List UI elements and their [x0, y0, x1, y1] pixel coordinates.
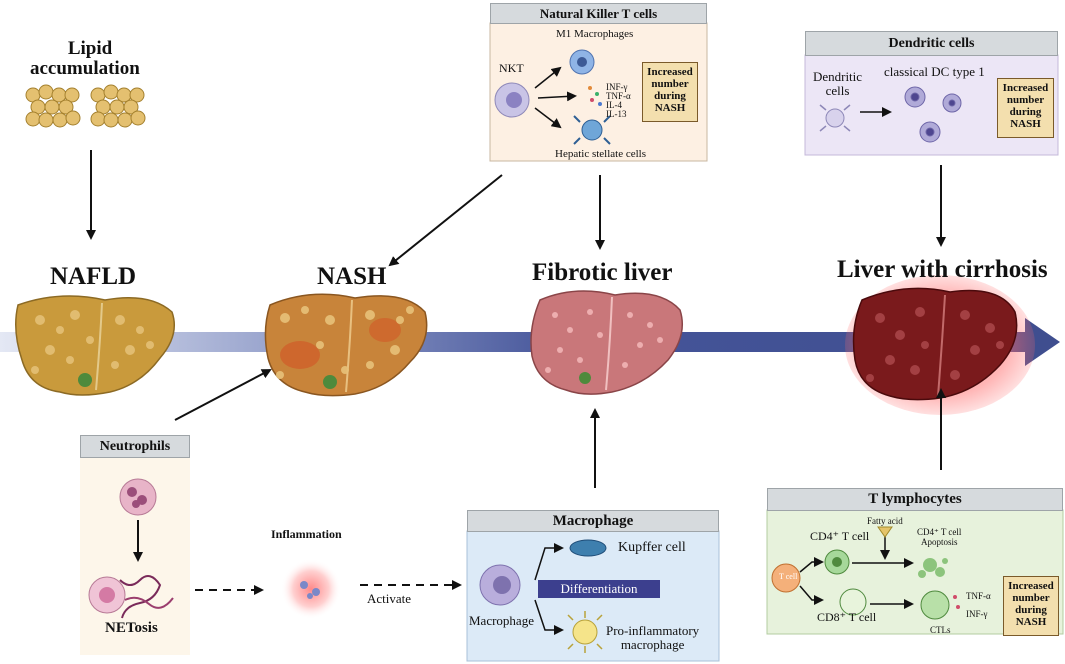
increased-line: during	[1009, 106, 1042, 118]
t-increased-box: Increased number during NASH	[1003, 576, 1059, 636]
dc-increased-box: Increased number during NASH	[997, 78, 1054, 138]
apop-line: Apoptosis	[920, 537, 958, 547]
nafld-liver	[15, 295, 175, 396]
fatty-acid-icon	[877, 526, 893, 538]
tnf-label: TNF-α	[966, 591, 991, 601]
proinflammatory-label: Pro-inflammatory macrophage	[606, 624, 699, 652]
proinflammatory-macrophage-icon	[567, 611, 603, 653]
inflammation-glow	[281, 559, 341, 619]
lipid-droplets	[25, 84, 146, 128]
fatty-acid-label: Fatty acid	[867, 516, 903, 526]
increased-line: NASH	[1010, 118, 1041, 130]
t-panel-title: T lymphocytes	[767, 488, 1063, 511]
increased-line: during	[1015, 604, 1047, 616]
cd4-label: CD4⁺ T cell	[810, 529, 870, 543]
nkt-cell	[494, 82, 530, 118]
macrophage-label: Macrophage	[469, 613, 534, 628]
hepatic-stellate-label: Hepatic stellate cells	[555, 148, 647, 160]
cytokine-list: INF-γ TNF-α IL-4 IL-13	[606, 83, 631, 119]
cytokine-item: IL-4	[606, 100, 622, 110]
m1-macrophages-label: M1 Macrophages	[556, 28, 634, 40]
classical-dc-label: classical DC type 1	[884, 64, 985, 79]
hepatic-stellate-icon	[573, 115, 611, 145]
ctl-cell-icon	[920, 590, 960, 620]
cytokine-item: TNF-α	[606, 91, 631, 101]
cd4-cell-icon	[824, 549, 850, 575]
increased-line: number	[1006, 94, 1045, 106]
inflammation-label: Inflammation	[271, 527, 342, 541]
t-cell-label: T cell	[779, 572, 798, 581]
macrophage-cell-icon	[479, 564, 521, 606]
stage-title-fibrotic: Fibrotic liver	[532, 259, 673, 286]
dc-label-line: Dendritic	[812, 69, 863, 84]
fibrotic-liver	[530, 290, 683, 395]
neutrophil-cell	[119, 478, 157, 516]
nkt-label: NKT	[499, 61, 524, 75]
increased-line: number	[651, 78, 689, 90]
activate-label: Activate	[367, 591, 412, 606]
dendritic-cell-icon	[819, 104, 851, 132]
nash-liver	[264, 293, 428, 397]
proinf-line: Pro-inflammatory	[606, 623, 700, 638]
lipid-label-line2: accumulation	[30, 58, 140, 79]
proinf-line: macrophage	[620, 637, 685, 652]
nkt-panel-title: Natural Killer T cells	[490, 3, 707, 24]
netosis-label: NETosis	[105, 620, 158, 636]
dc-label-line: cells	[825, 83, 850, 98]
cirrhosis-liver	[845, 275, 1035, 415]
lipid-label-line1: Lipid	[67, 38, 113, 59]
nkt-increased-box: Increased number during NASH	[642, 62, 698, 122]
increased-line: NASH	[1015, 616, 1047, 628]
stage-title-nafld: NAFLD	[50, 263, 137, 290]
kupffer-label: Kupffer cell	[618, 540, 686, 555]
m1-macrophage-icon	[569, 49, 595, 75]
ctls-label: CTLs	[930, 625, 951, 635]
increased-line: Increased	[1008, 580, 1054, 592]
increased-line: NASH	[654, 102, 686, 114]
increased-line: Increased	[1002, 82, 1049, 94]
neutrophils-title: Neutrophils	[80, 435, 190, 458]
apoptosis-label: CD4⁺ T cell Apoptosis	[917, 527, 961, 547]
cytokine-item: IL-13	[606, 109, 627, 119]
apoptotic-cd4-icon	[918, 558, 948, 578]
dc-panel-title: Dendritic cells	[805, 31, 1058, 56]
stage-title-cirrhosis: Liver with cirrhosis	[837, 256, 1048, 283]
t-cell-icon	[771, 563, 801, 593]
netosis-cell	[88, 575, 174, 619]
cd8-cell-icon	[839, 588, 867, 616]
cytokine-dots-icon	[588, 86, 602, 106]
increased-line: Increased	[647, 66, 693, 78]
apop-line: CD4⁺ T cell	[917, 527, 962, 537]
stage-title-nash: NASH	[317, 263, 387, 290]
cdc1-cells-icon	[904, 86, 962, 143]
increased-line: number	[1012, 592, 1050, 604]
inf-label: INF-γ	[966, 609, 988, 619]
dendritic-cells-label: Dendritic cells	[810, 70, 865, 98]
macrophage-panel-title: Macrophage	[467, 510, 719, 532]
cd8-label: CD8⁺ T cell	[817, 610, 877, 624]
kupffer-cell-icon	[569, 539, 607, 557]
flow-arrows	[86, 150, 946, 595]
increased-line: during	[654, 90, 686, 102]
cytokine-item: INF-γ	[606, 82, 628, 92]
differentiation-label: Differentiation	[538, 580, 660, 598]
